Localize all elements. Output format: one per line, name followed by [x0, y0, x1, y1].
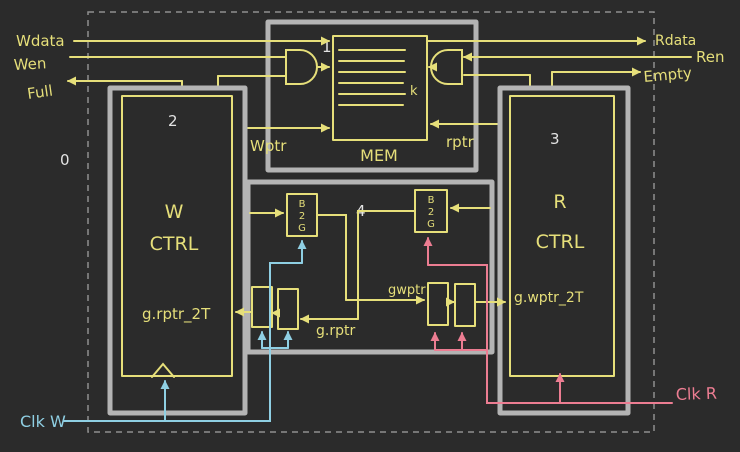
outer-boundary: 0 — [60, 11, 655, 433]
ren-label: Ren — [696, 48, 724, 66]
mem-block-frame — [265, 19, 479, 173]
clk-w-main-wire — [63, 262, 303, 422]
write-ctrl-title-bottom: CTRL — [150, 233, 199, 255]
outer-label: 0 — [60, 151, 70, 169]
pointer-wires: Wptr rptr — [245, 119, 501, 155]
read-ctrl-title-top: R — [553, 191, 566, 213]
write-and-gate — [285, 49, 318, 85]
clk-r-label: Clk R — [675, 384, 717, 404]
sync-block: 4 B2G B2G gwptr g.rptr — [235, 179, 506, 355]
write-ctrl-block: 2 W CTRL g.rptr_2T — [107, 85, 248, 416]
write-clock-net: Clk W — [20, 240, 307, 431]
gwptr-route-wire — [316, 214, 347, 301]
rptr-label: rptr — [446, 133, 475, 151]
left-sync-flop-1 — [251, 286, 273, 328]
gwptr-label: gwptr — [388, 283, 426, 298]
mem-depth-label: k — [410, 84, 418, 99]
write-ctrl-signal: g.rptr_2T — [142, 305, 211, 324]
clk-w-label: Clk W — [20, 412, 66, 431]
b2g-right-label: B2G — [426, 195, 437, 231]
write-ctrl-inner-box — [121, 95, 233, 377]
read-clock-net: Clk R — [423, 237, 717, 404]
mem-array-box — [332, 35, 428, 141]
outer-dashed-rect — [87, 11, 655, 433]
wdata-label: Wdata — [16, 32, 65, 50]
read-and-gate — [430, 49, 463, 85]
read-ctrl-block: 3 R CTRL g.wptr_2T — [497, 85, 631, 416]
right-sync-flop-2 — [454, 283, 476, 327]
mem-block: 1 k MEM — [265, 19, 479, 173]
write-ctrl-title-top: W — [165, 201, 184, 223]
read-ports: Rdata Ren Empty — [426, 33, 724, 89]
write-ports: Wdata Wen Full — [13, 32, 330, 103]
read-ctrl-title-bottom: CTRL — [536, 231, 585, 253]
b2g-left-label: B2G — [297, 199, 308, 235]
sync-block-frame — [245, 179, 495, 355]
write-clock-caret — [151, 362, 175, 378]
wen-label: Wen — [13, 54, 47, 74]
grptr-label: g.rptr — [316, 323, 355, 339]
mem-label: MEM — [360, 146, 398, 165]
left-sync-flop-2 — [277, 288, 299, 330]
read-ctrl-frame — [497, 85, 631, 416]
read-ctrl-signal: g.wptr_2T — [514, 290, 584, 306]
rdata-label: Rdata — [655, 33, 696, 49]
full-label: Full — [26, 82, 54, 103]
grptr-route-wire — [357, 210, 416, 320]
wptr-label: Wptr — [250, 137, 287, 155]
mem-block-number: 1 — [322, 38, 332, 56]
write-ctrl-frame — [107, 85, 248, 416]
right-sync-flop-1 — [427, 282, 449, 326]
read-ctrl-number: 3 — [550, 130, 560, 148]
empty-label: Empty — [643, 64, 693, 86]
clk-r-main-wire — [427, 264, 673, 404]
write-ctrl-number: 2 — [168, 112, 178, 130]
